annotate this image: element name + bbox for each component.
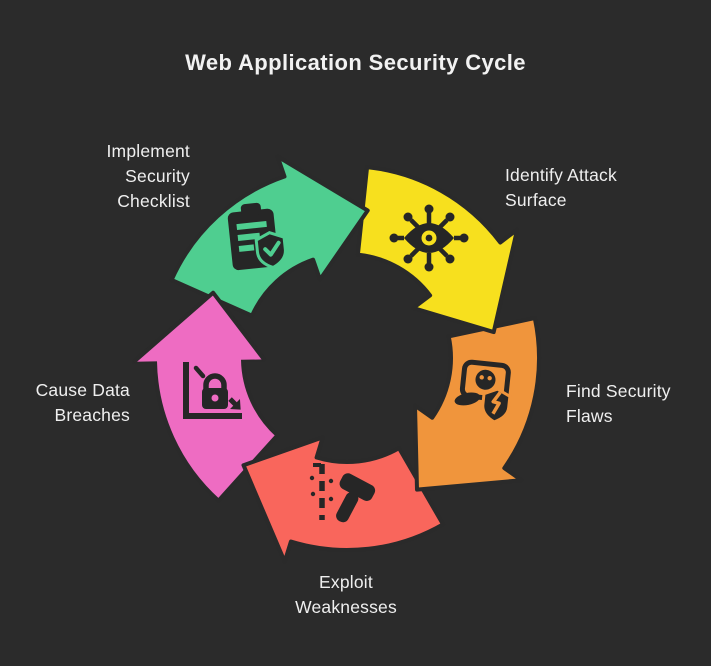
eye-network-icon (389, 204, 469, 272)
label-line: Identify Attack (505, 165, 617, 185)
label-line: Security (125, 166, 190, 186)
step-label-identify-attack-surface: Identify Attack Surface (505, 163, 617, 213)
label-line: Weaknesses (295, 597, 397, 617)
chart-lock-icon (183, 362, 242, 419)
label-line: Exploit (319, 572, 373, 592)
hammer-crack-icon (309, 463, 376, 523)
label-line: Surface (505, 190, 567, 210)
page-title: Web Application Security Cycle (185, 50, 526, 75)
arrow-exploit-weaknesses (241, 435, 445, 564)
arrow-find-security-flaws (413, 316, 541, 492)
label-line: Cause Data (35, 380, 130, 400)
clipboard-check-icon (227, 202, 287, 271)
laptop-ghost-icon (454, 359, 512, 424)
label-line: Breaches (54, 405, 130, 425)
step-label-find-security-flaws: Find Security Flaws (566, 379, 671, 429)
label-line: Implement (106, 141, 190, 161)
label-line: Checklist (117, 191, 190, 211)
step-label-exploit-weaknesses: Exploit Weaknesses (246, 570, 446, 620)
arrow-cause-data-breaches-head-overlay (132, 290, 266, 364)
step-label-implement-security-checklist: Implement Security Checklist (107, 139, 191, 214)
label-line: Find Security (566, 381, 671, 401)
step-label-cause-data-breaches: Cause Data Breaches (36, 378, 130, 428)
label-line: Flaws (566, 406, 613, 426)
